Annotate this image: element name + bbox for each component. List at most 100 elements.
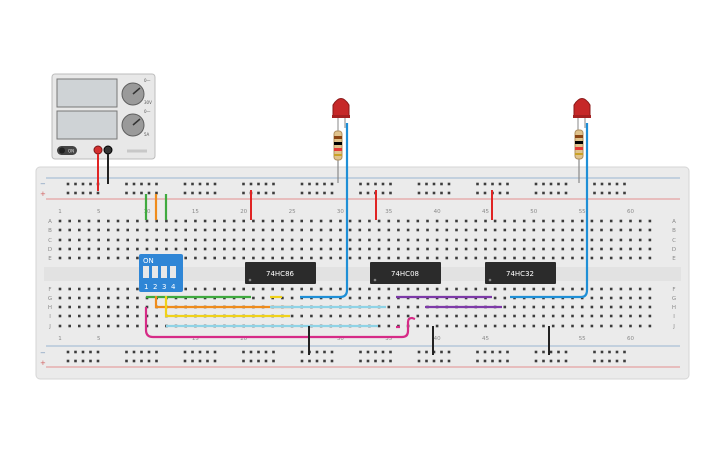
breadboard-hole[interactable] <box>435 314 439 318</box>
breadboard-hole[interactable] <box>377 247 381 251</box>
breadboard-hole[interactable] <box>368 247 371 251</box>
breadboard-hole[interactable] <box>184 228 187 232</box>
breadboard-hole[interactable] <box>184 247 187 251</box>
breadboard-hole[interactable] <box>416 305 420 309</box>
breadboard-rail-hole[interactable] <box>534 191 538 195</box>
breadboard-rail-hole[interactable] <box>549 350 553 354</box>
breadboard-hole[interactable] <box>397 287 400 291</box>
breadboard-hole[interactable] <box>648 219 652 223</box>
breadboard-hole[interactable] <box>551 219 555 223</box>
breadboard-rail-hole[interactable] <box>323 182 326 186</box>
breadboard-hole[interactable] <box>107 287 110 291</box>
breadboard-hole[interactable] <box>648 238 652 242</box>
breadboard-hole[interactable] <box>580 247 584 251</box>
breadboard-hole[interactable] <box>532 256 536 260</box>
breadboard-rail-hole[interactable] <box>330 350 334 354</box>
breadboard-rail-hole[interactable] <box>498 359 502 363</box>
breadboard-hole[interactable] <box>358 287 362 291</box>
breadboard-hole[interactable] <box>368 219 371 223</box>
breadboard-rail-hole[interactable] <box>476 359 479 363</box>
breadboard-hole[interactable] <box>609 296 613 300</box>
breadboard-hole[interactable] <box>561 238 565 242</box>
breadboard-hole[interactable] <box>435 324 439 328</box>
breadboard-hole[interactable] <box>194 219 197 223</box>
resistor-1[interactable] <box>333 130 343 183</box>
breadboard-hole[interactable] <box>97 305 100 309</box>
breadboard-hole[interactable] <box>484 219 487 223</box>
breadboard-hole[interactable] <box>107 296 110 300</box>
breadboard-hole[interactable] <box>464 247 468 251</box>
breadboard-hole[interactable] <box>58 296 62 300</box>
breadboard-hole[interactable] <box>358 296 362 300</box>
breadboard-rail-hole[interactable] <box>300 182 304 186</box>
breadboard-hole[interactable] <box>435 287 439 291</box>
breadboard-hole[interactable] <box>503 314 507 318</box>
breadboard-hole[interactable] <box>493 228 497 232</box>
breadboard-hole[interactable] <box>174 228 178 232</box>
breadboard-rail-hole[interactable] <box>608 350 611 354</box>
breadboard-rail-hole[interactable] <box>564 359 568 363</box>
breadboard-rail-hole[interactable] <box>257 359 260 363</box>
breadboard-hole[interactable] <box>648 296 652 300</box>
breadboard-rail-hole[interactable] <box>147 191 151 195</box>
breadboard-hole[interactable] <box>319 314 323 318</box>
breadboard-rail-hole[interactable] <box>432 182 436 186</box>
breadboard-hole[interactable] <box>290 247 294 251</box>
breadboard-rail-hole[interactable] <box>623 191 626 195</box>
breadboard-hole[interactable] <box>261 219 265 223</box>
breadboard-hole[interactable] <box>503 247 507 251</box>
breadboard-rail-hole[interactable] <box>257 191 260 195</box>
breadboard-hole[interactable] <box>310 219 313 223</box>
breadboard-hole[interactable] <box>58 314 62 318</box>
breadboard-hole[interactable] <box>609 287 613 291</box>
breadboard-rail-hole[interactable] <box>242 350 245 354</box>
breadboard-hole[interactable] <box>600 219 603 223</box>
breadboard-hole[interactable] <box>542 247 545 251</box>
breadboard-hole[interactable] <box>97 247 100 251</box>
breadboard-hole[interactable] <box>629 305 632 309</box>
breadboard-rail-hole[interactable] <box>432 359 436 363</box>
breadboard-hole[interactable] <box>78 228 81 232</box>
breadboard-hole[interactable] <box>68 238 71 242</box>
breadboard-hole[interactable] <box>532 228 536 232</box>
breadboard-hole[interactable] <box>522 287 526 291</box>
breadboard-hole[interactable] <box>78 219 81 223</box>
breadboard-rail-hole[interactable] <box>557 359 560 363</box>
breadboard-hole[interactable] <box>455 247 458 251</box>
breadboard-hole[interactable] <box>97 228 100 232</box>
breadboard-rail-hole[interactable] <box>315 182 319 186</box>
breadboard-hole[interactable] <box>580 238 584 242</box>
breadboard-hole[interactable] <box>455 219 458 223</box>
breadboard-hole[interactable] <box>339 219 342 223</box>
breadboard-hole[interactable] <box>116 296 120 300</box>
breadboard-hole[interactable] <box>377 324 381 328</box>
breadboard-rail-hole[interactable] <box>374 359 377 363</box>
breadboard-rail-hole[interactable] <box>66 359 70 363</box>
breadboard-hole[interactable] <box>600 287 603 291</box>
breadboard-hole[interactable] <box>271 228 274 232</box>
breadboard-hole[interactable] <box>522 256 526 260</box>
breadboard-hole[interactable] <box>426 287 429 291</box>
breadboard-hole[interactable] <box>406 228 410 232</box>
breadboard-rail-hole[interactable] <box>425 182 428 186</box>
breadboard-rail-hole[interactable] <box>330 182 334 186</box>
breadboard-hole[interactable] <box>155 247 158 251</box>
breadboard-rail-hole[interactable] <box>191 182 194 186</box>
breadboard-rail-hole[interactable] <box>549 182 553 186</box>
chip-74hc86[interactable]: 74HC86 <box>245 262 316 284</box>
breadboard-rail-hole[interactable] <box>272 182 275 186</box>
breadboard-hole[interactable] <box>213 238 216 242</box>
dip-switch-toggle-4[interactable] <box>170 266 176 278</box>
breadboard-rail-hole[interactable] <box>359 191 362 195</box>
breadboard-hole[interactable] <box>493 296 497 300</box>
breadboard-hole[interactable] <box>464 256 468 260</box>
breadboard-hole[interactable] <box>58 219 62 223</box>
breadboard-hole[interactable] <box>203 287 207 291</box>
breadboard-rail-hole[interactable] <box>198 350 202 354</box>
breadboard-hole[interactable] <box>474 287 478 291</box>
breadboard-hole[interactable] <box>213 228 216 232</box>
breadboard-rail-hole[interactable] <box>249 359 253 363</box>
negative-terminal[interactable] <box>103 145 113 155</box>
breadboard-hole[interactable] <box>474 238 478 242</box>
